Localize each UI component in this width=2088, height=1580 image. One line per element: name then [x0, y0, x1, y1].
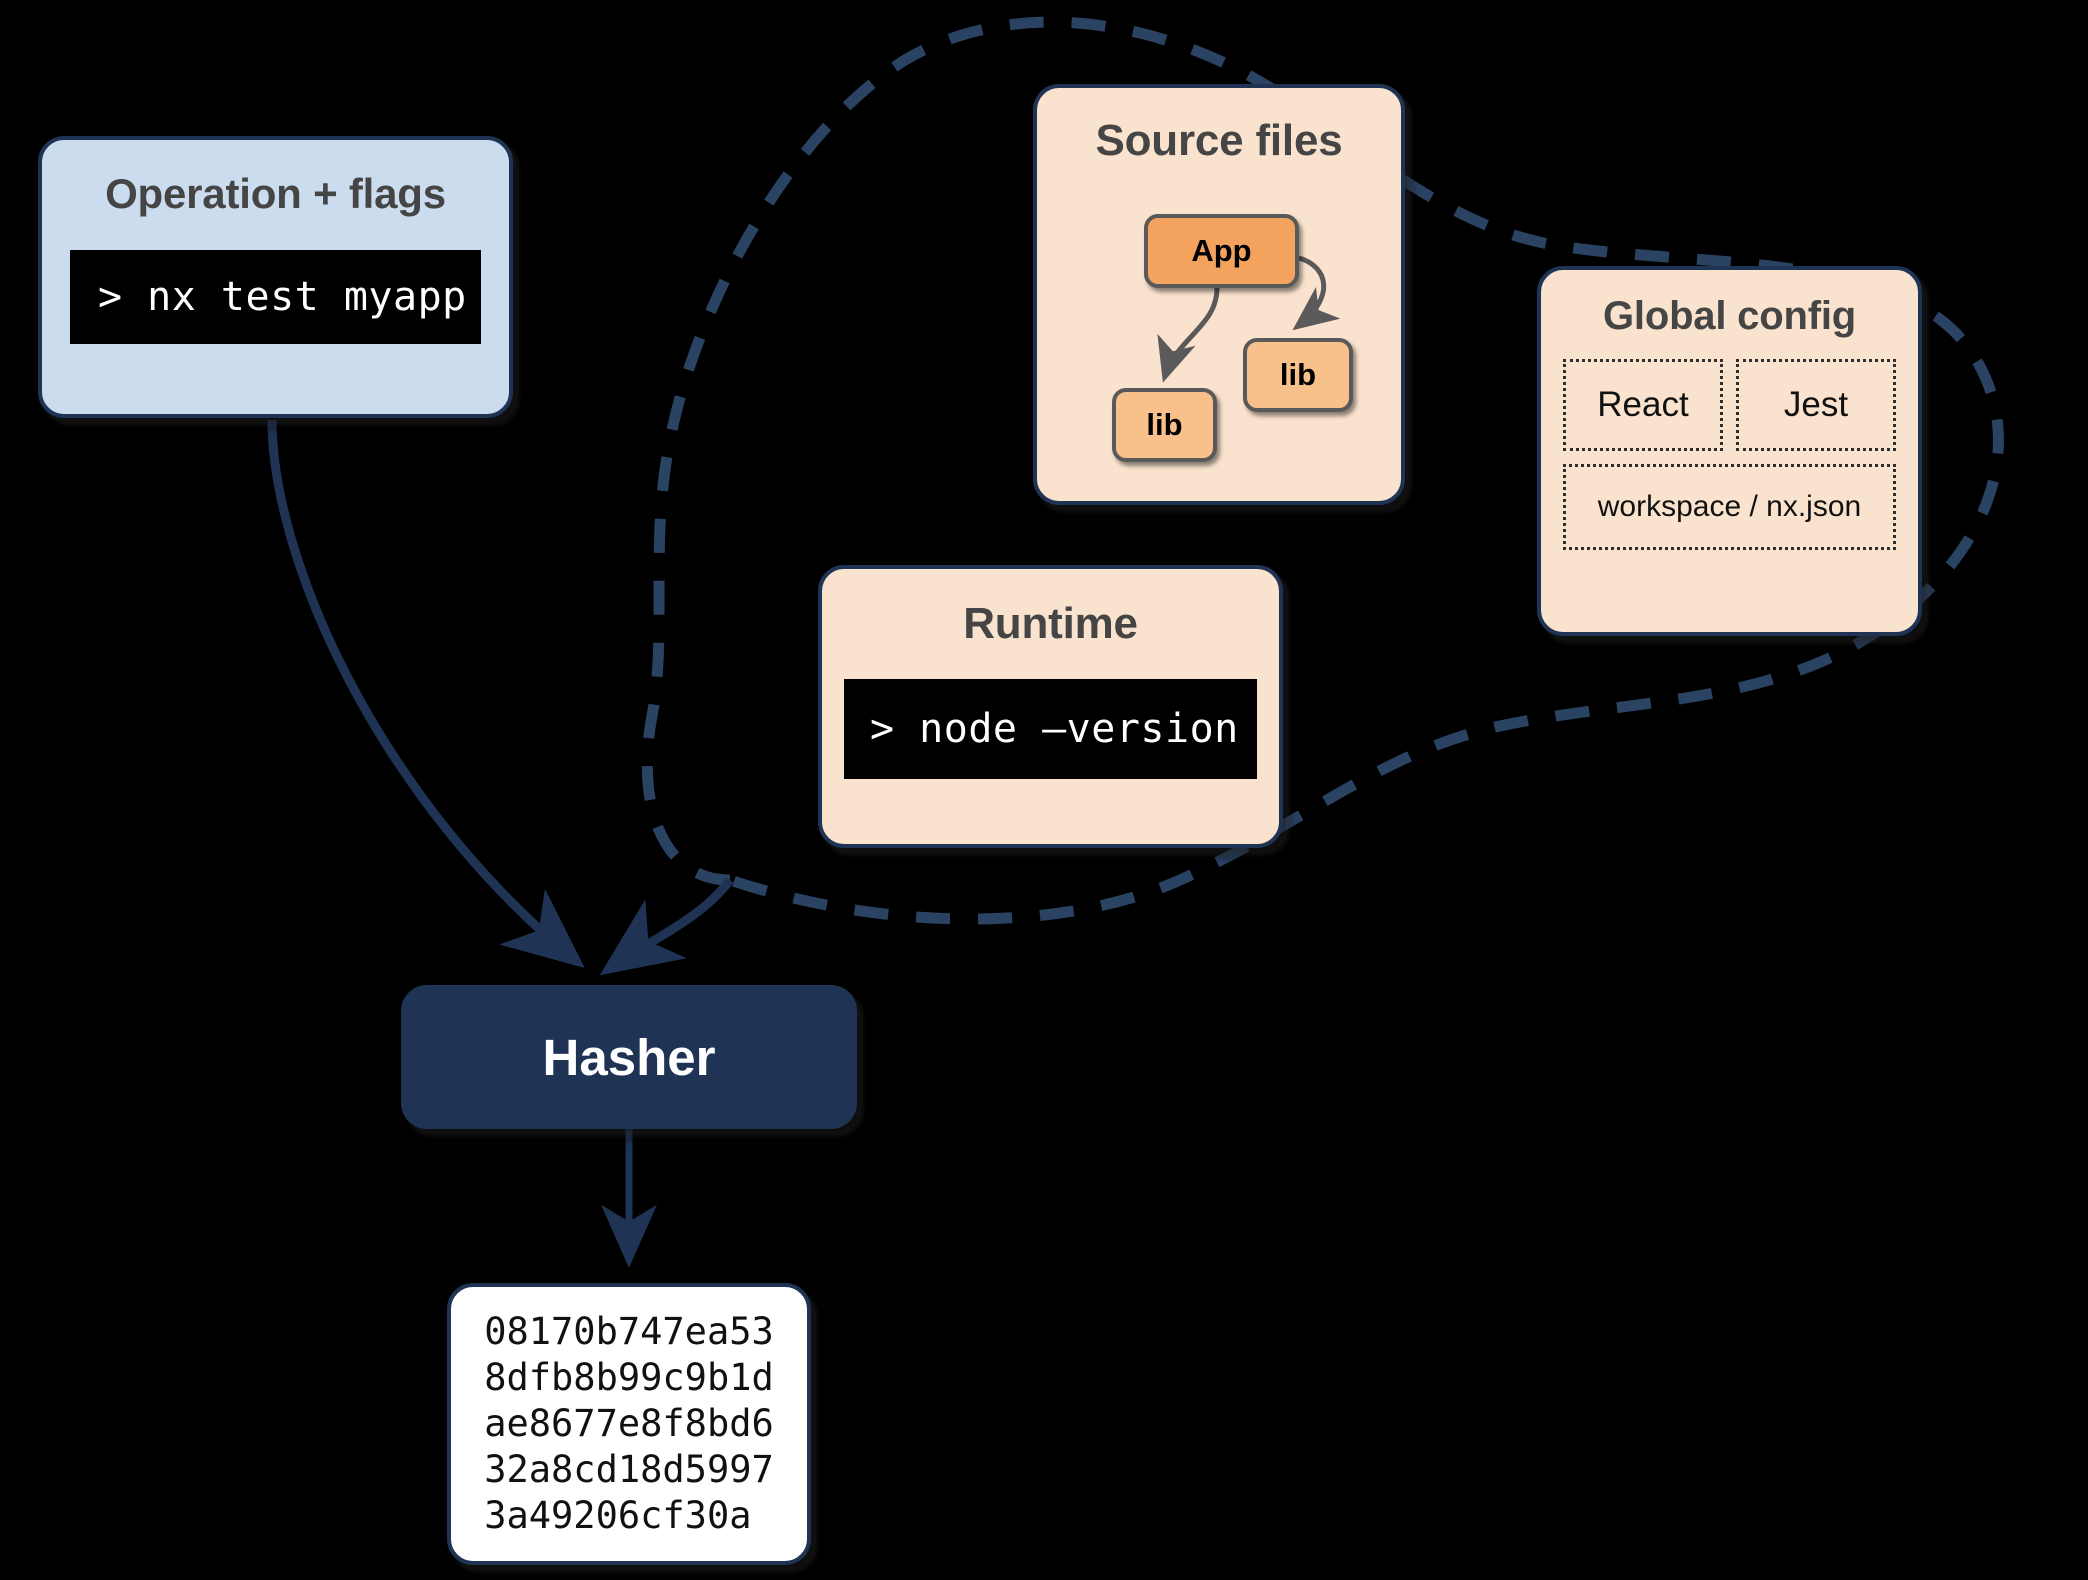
source-files-card: Source files App lib lib	[1033, 84, 1405, 505]
source-node-app[interactable]: App	[1144, 214, 1299, 288]
hasher-label: Hasher	[542, 1028, 716, 1086]
source-node-lib-2[interactable]: lib	[1243, 338, 1353, 412]
hash-output-card: 08170b747ea53 8dfb8b99c9b1d ae8677e8f8bd…	[447, 1283, 811, 1565]
hash-output-value: 08170b747ea53 8dfb8b99c9b1d ae8677e8f8bd…	[484, 1310, 774, 1537]
source-files-dependency-graph: App lib lib	[1037, 166, 1401, 462]
runtime-card: Runtime > node –version	[818, 565, 1283, 848]
runtime-command-terminal: > node –version	[844, 679, 1257, 779]
hasher-node[interactable]: Hasher	[401, 985, 857, 1129]
edge-operation-to-hasher	[267, 419, 585, 968]
edge-inputs-to-hasher	[599, 877, 734, 976]
operation-command-terminal: > nx test myapp	[70, 250, 481, 344]
source-node-lib-1[interactable]: lib	[1112, 388, 1217, 462]
source-graph-edges	[1157, 255, 1341, 383]
runtime-title: Runtime	[963, 599, 1138, 648]
global-config-card: Global config React Jest workspace / nx.…	[1537, 266, 1922, 636]
global-config-cell-react: React	[1563, 359, 1723, 451]
global-config-grid: React Jest workspace / nx.json	[1563, 359, 1896, 550]
global-config-cell-jest: Jest	[1736, 359, 1896, 451]
operation-flags-title: Operation + flags	[105, 170, 446, 217]
global-config-title: Global config	[1603, 294, 1856, 338]
edge-app-to-lib1	[1157, 287, 1220, 383]
global-config-cell-workspace: workspace / nx.json	[1563, 464, 1896, 550]
global-config-row-top: React Jest	[1563, 359, 1896, 451]
edge-app-to-lib2	[1292, 255, 1341, 331]
source-files-title: Source files	[1095, 116, 1343, 165]
operation-flags-card: Operation + flags > nx test myapp	[38, 136, 513, 418]
